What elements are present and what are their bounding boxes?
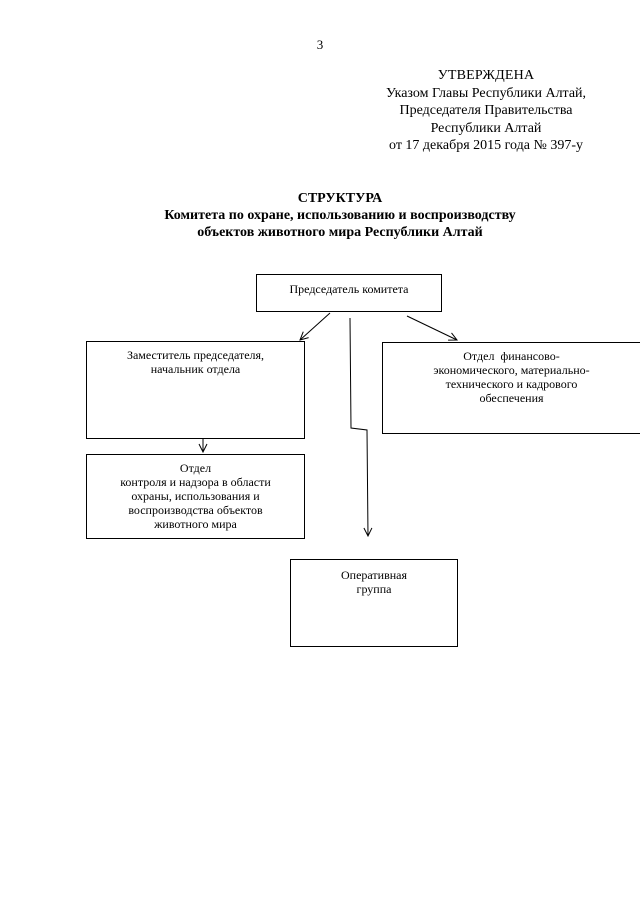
- approval-block: УТВЕРЖДЕНА Указом Главы Республики Алтай…: [365, 67, 607, 155]
- chairman-box: Председатель комитета: [256, 274, 442, 312]
- heading-subtitle-line: объектов животного мира Республики Алтай: [197, 225, 483, 240]
- connector-chairman-to-ops: [349, 317, 368, 536]
- box-text-line: охраны, использования и: [131, 489, 260, 503]
- box-text-line: контроля и надзора в области: [120, 475, 271, 489]
- heading-subtitle-line: Комитета по охране, использованию и восп…: [164, 208, 516, 223]
- box-text-line: обеспечения: [479, 391, 544, 405]
- approval-stamp: УТВЕРЖДЕНА: [437, 68, 535, 83]
- box-text-line: Председатель комитета: [289, 282, 409, 296]
- approval-line: от 17 декабря 2015 года № 397-у: [389, 138, 583, 153]
- box-text-line: экономического, материально-: [433, 363, 590, 377]
- box-text-line: группа: [356, 582, 392, 596]
- box-text-line: животного мира: [154, 517, 237, 531]
- box-text-line: технического и кадрового: [445, 377, 578, 391]
- box-text-line: Заместитель председателя,: [126, 348, 265, 362]
- box-text-line: воспроизводства объектов: [128, 503, 263, 517]
- connector-chairman-to-finance: [406, 315, 457, 340]
- box-text-line: начальник отдела: [150, 362, 241, 376]
- box-text-line: Отдел: [179, 461, 212, 475]
- document-heading: СТРУКТУРА Комитета по охране, использова…: [80, 190, 600, 241]
- finance-department-box: Отдел финансово- экономического, материа…: [382, 342, 640, 434]
- deputy-box: Заместитель председателя, начальник отде…: [86, 341, 305, 439]
- approval-line: Республики Алтай: [430, 120, 542, 136]
- heading-title: СТРУКТУРА: [297, 191, 383, 206]
- approval-line: Указом Главы Республики Алтай,: [385, 85, 587, 101]
- approval-line: Председателя Правительства: [399, 103, 573, 118]
- operative-group-box: Оперативная группа: [290, 559, 458, 647]
- box-text-line: Отдел финансово-: [463, 349, 560, 363]
- control-department-box: Отдел контроля и надзора в области охран…: [86, 454, 305, 539]
- box-text-line: Оперативная: [340, 568, 408, 582]
- connector-chairman-to-deputy: [300, 312, 331, 340]
- page-number: 3: [316, 37, 324, 52]
